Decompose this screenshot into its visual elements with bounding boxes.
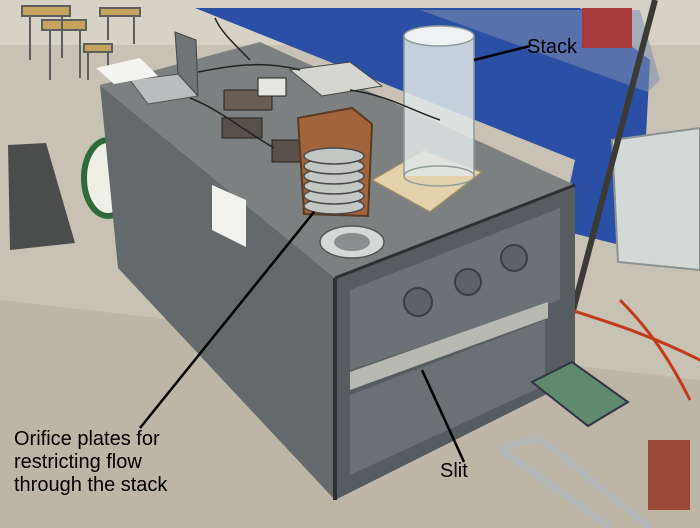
classroom-desks (21, 5, 141, 80)
cables (189, 17, 441, 149)
red-cylinder (648, 440, 690, 510)
orifice-plates-label: Orifice plates for restricting flow thro… (14, 428, 167, 497)
window (582, 8, 632, 48)
stack-tube-top (403, 25, 475, 47)
green-plate (530, 360, 630, 428)
box-edge-top (334, 183, 576, 280)
wind-tunnel (195, 8, 650, 250)
slit-label: Slit (440, 460, 468, 482)
front-ports (403, 244, 528, 317)
stack-label: Stack (527, 36, 578, 58)
orifice-label-line-2: restricting flow (14, 451, 142, 473)
floor-mat (8, 143, 75, 250)
metal-cart (497, 434, 653, 528)
side-sign (212, 185, 246, 247)
orifice-label-line-1: Orifice plates for (14, 428, 160, 450)
paper-sheet (96, 58, 158, 84)
red-wire-2 (618, 298, 692, 401)
box-left-side (100, 85, 335, 500)
slit-strip (350, 302, 548, 390)
orifice-plates (303, 147, 365, 215)
stack-pointer-line (473, 44, 531, 62)
orifice-pointer-line (139, 211, 315, 429)
stack-tube (404, 36, 474, 176)
slit-pointer-line (420, 369, 466, 463)
instruments (221, 61, 384, 163)
box-front-lower-panel (350, 320, 545, 475)
vertical-pole (557, 0, 658, 361)
orifice-label-line-3: through the stack (14, 474, 168, 496)
acrylic-tank (610, 126, 700, 272)
laptop-screen (174, 31, 199, 98)
loose-orifice-hole (334, 233, 370, 251)
